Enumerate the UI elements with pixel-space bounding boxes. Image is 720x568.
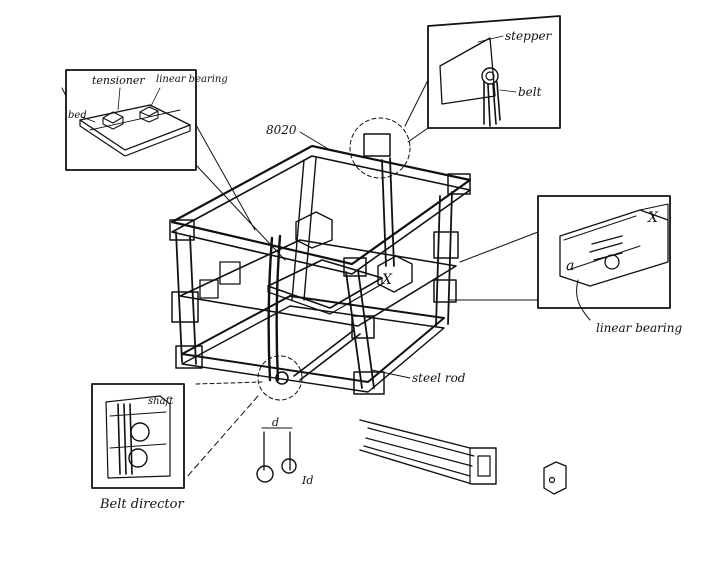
label-linear-bearing-top: linear bearing [156, 74, 228, 85]
main-frame: X [169, 133, 472, 395]
label-axis-a: a [566, 258, 574, 274]
inset-belt-director: shaft [91, 383, 185, 489]
inset-carriage-detail: X a [537, 195, 671, 309]
label-tensioner: tensioner [92, 74, 145, 87]
label-frame-8020: 8020 [266, 123, 297, 137]
label-stepper: stepper [505, 29, 553, 43]
pulley-dimension-sketch: d Id [256, 416, 313, 487]
label-steel-rod: steel rod [412, 371, 466, 385]
inset-bed-detail: tensioner linear bearing bed [61, 69, 228, 171]
label-belt-director: Belt director [99, 497, 184, 512]
label-shaft: shaft [148, 396, 174, 407]
label-belt: belt [518, 85, 542, 99]
extrusion-profile-sketch [359, 419, 497, 485]
label-carriage-x: X [381, 272, 393, 288]
label-axis-x: X [647, 210, 659, 226]
inset-stepper-detail: stepper belt [427, 15, 561, 129]
bearing-block-sketch [543, 461, 567, 495]
label-linear-bearing-right: linear bearing [596, 321, 682, 335]
label-bed: bed [68, 110, 87, 121]
label-dim-id: Id [301, 474, 313, 487]
label-dim-d: d [272, 416, 279, 429]
